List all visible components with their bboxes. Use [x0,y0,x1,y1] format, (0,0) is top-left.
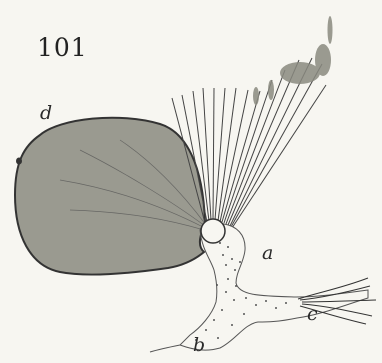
figure-number: 101 [37,33,88,62]
label-d: d [40,102,52,124]
label-a: a [262,242,273,264]
node [201,219,225,243]
label-b: b [193,334,205,356]
lobe-d [15,118,205,275]
thread-tips [253,16,333,105]
wisp-b [150,345,180,352]
label-c: c [307,303,318,325]
lobe-notch [16,158,22,165]
